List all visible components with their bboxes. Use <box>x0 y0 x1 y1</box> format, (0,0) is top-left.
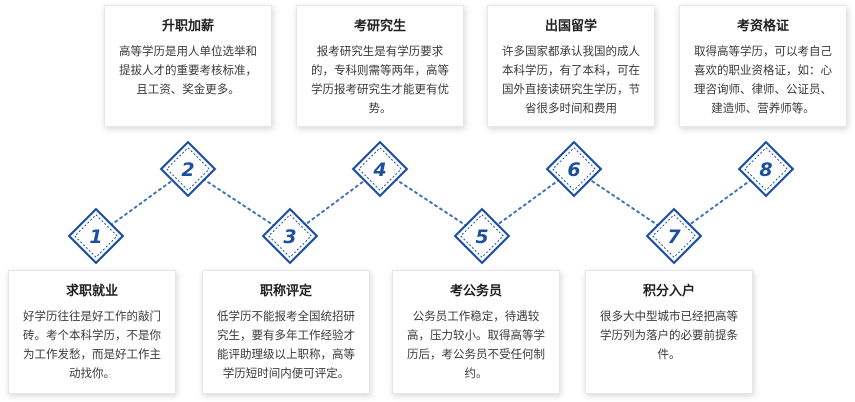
card-postgraduate: 考研究生 报考研究生是有学历要求的，专科则需等两年，高等学历报考研究生才能更有优… <box>296 5 464 127</box>
card-text: 很多大中型城市已经把高等学历列为落户的必要前提条件。 <box>600 309 738 361</box>
card-title: 考资格证 <box>736 19 789 34</box>
card-promotion: 升职加薪 高等学历是用人单位选举和提拔人才的重要考核标准，且工资、奖金更多。 <box>104 5 272 127</box>
card-title: 出国留学 <box>544 19 597 34</box>
badge-number: 8 <box>759 159 772 181</box>
card-title: 升职加薪 <box>161 19 214 34</box>
badge-5: 5 <box>453 207 511 265</box>
badge-number: 7 <box>667 226 681 248</box>
card-text: 公务员工作稳定，待遇较高，压力较小。取得高等学历后，考公务员不受任何制约。 <box>407 309 545 380</box>
badge-8: 8 <box>737 140 795 198</box>
badge-number: 3 <box>283 226 296 248</box>
card-text: 取得高等学历，可以考自己喜欢的职业资格证，如：心理咨询师、律师、公证员、建造师、… <box>694 44 832 115</box>
card-employment: 求职就业 好学历往往是好工作的敲门砖。考个本科学历，不是你为工作发愁，而是好工作… <box>8 270 176 394</box>
badge-4: 4 <box>351 140 409 198</box>
card-title: 积分入户 <box>642 284 695 299</box>
card-civil-servant: 考公务员 公务员工作稳定，待遇较高，压力较小。取得高等学历后，考公务员不受任何制… <box>392 270 560 394</box>
card-title: 考研究生 <box>353 19 406 34</box>
card-hukou-points: 积分入户 很多大中型城市已经把高等学历列为落户的必要前提条件。 <box>585 270 753 394</box>
card-text: 许多国家都承认我国的成人本科学历，有了本科，可在国外直接读研究生学历，节省很多时… <box>502 44 640 115</box>
card-title: 考公务员 <box>449 284 502 299</box>
badge-number: 6 <box>567 159 580 181</box>
badge-1: 1 <box>67 207 125 265</box>
badge-number: 4 <box>372 159 386 181</box>
badge-2: 2 <box>159 140 217 198</box>
badge-number: 1 <box>89 226 102 248</box>
card-text: 高等学历是用人单位选举和提拔人才的重要考核标准，且工资、奖金更多。 <box>119 44 257 96</box>
badge-6: 6 <box>545 140 603 198</box>
card-study-abroad: 出国留学 许多国家都承认我国的成人本科学历，有了本科，可在国外直接读研究生学历，… <box>487 5 655 127</box>
card-title: 求职就业 <box>65 284 118 299</box>
card-title-evaluation: 职称评定 低学历不能报考全国统招研究生，要有多年工作经验才能评助理级以上职称，高… <box>202 270 370 394</box>
card-certificate: 考资格证 取得高等学历，可以考自己喜欢的职业资格证，如：心理咨询师、律师、公证员… <box>679 5 847 127</box>
card-text: 低学历不能报考全国统招研究生，要有多年工作经验才能评助理级以上职称，高等学历短时… <box>217 309 355 380</box>
card-title: 职称评定 <box>259 284 312 299</box>
badge-number: 5 <box>475 226 488 248</box>
card-text: 好学历往往是好工作的敲门砖。考个本科学历，不是你为工作发愁，而是好工作主动找你。 <box>23 309 161 380</box>
badge-3: 3 <box>261 207 319 265</box>
badge-number: 2 <box>181 159 194 181</box>
badge-7: 7 <box>645 207 703 265</box>
card-text: 报考研究生是有学历要求的，专科则需等两年，高等学历报考研究生才能更有优势。 <box>311 44 449 115</box>
